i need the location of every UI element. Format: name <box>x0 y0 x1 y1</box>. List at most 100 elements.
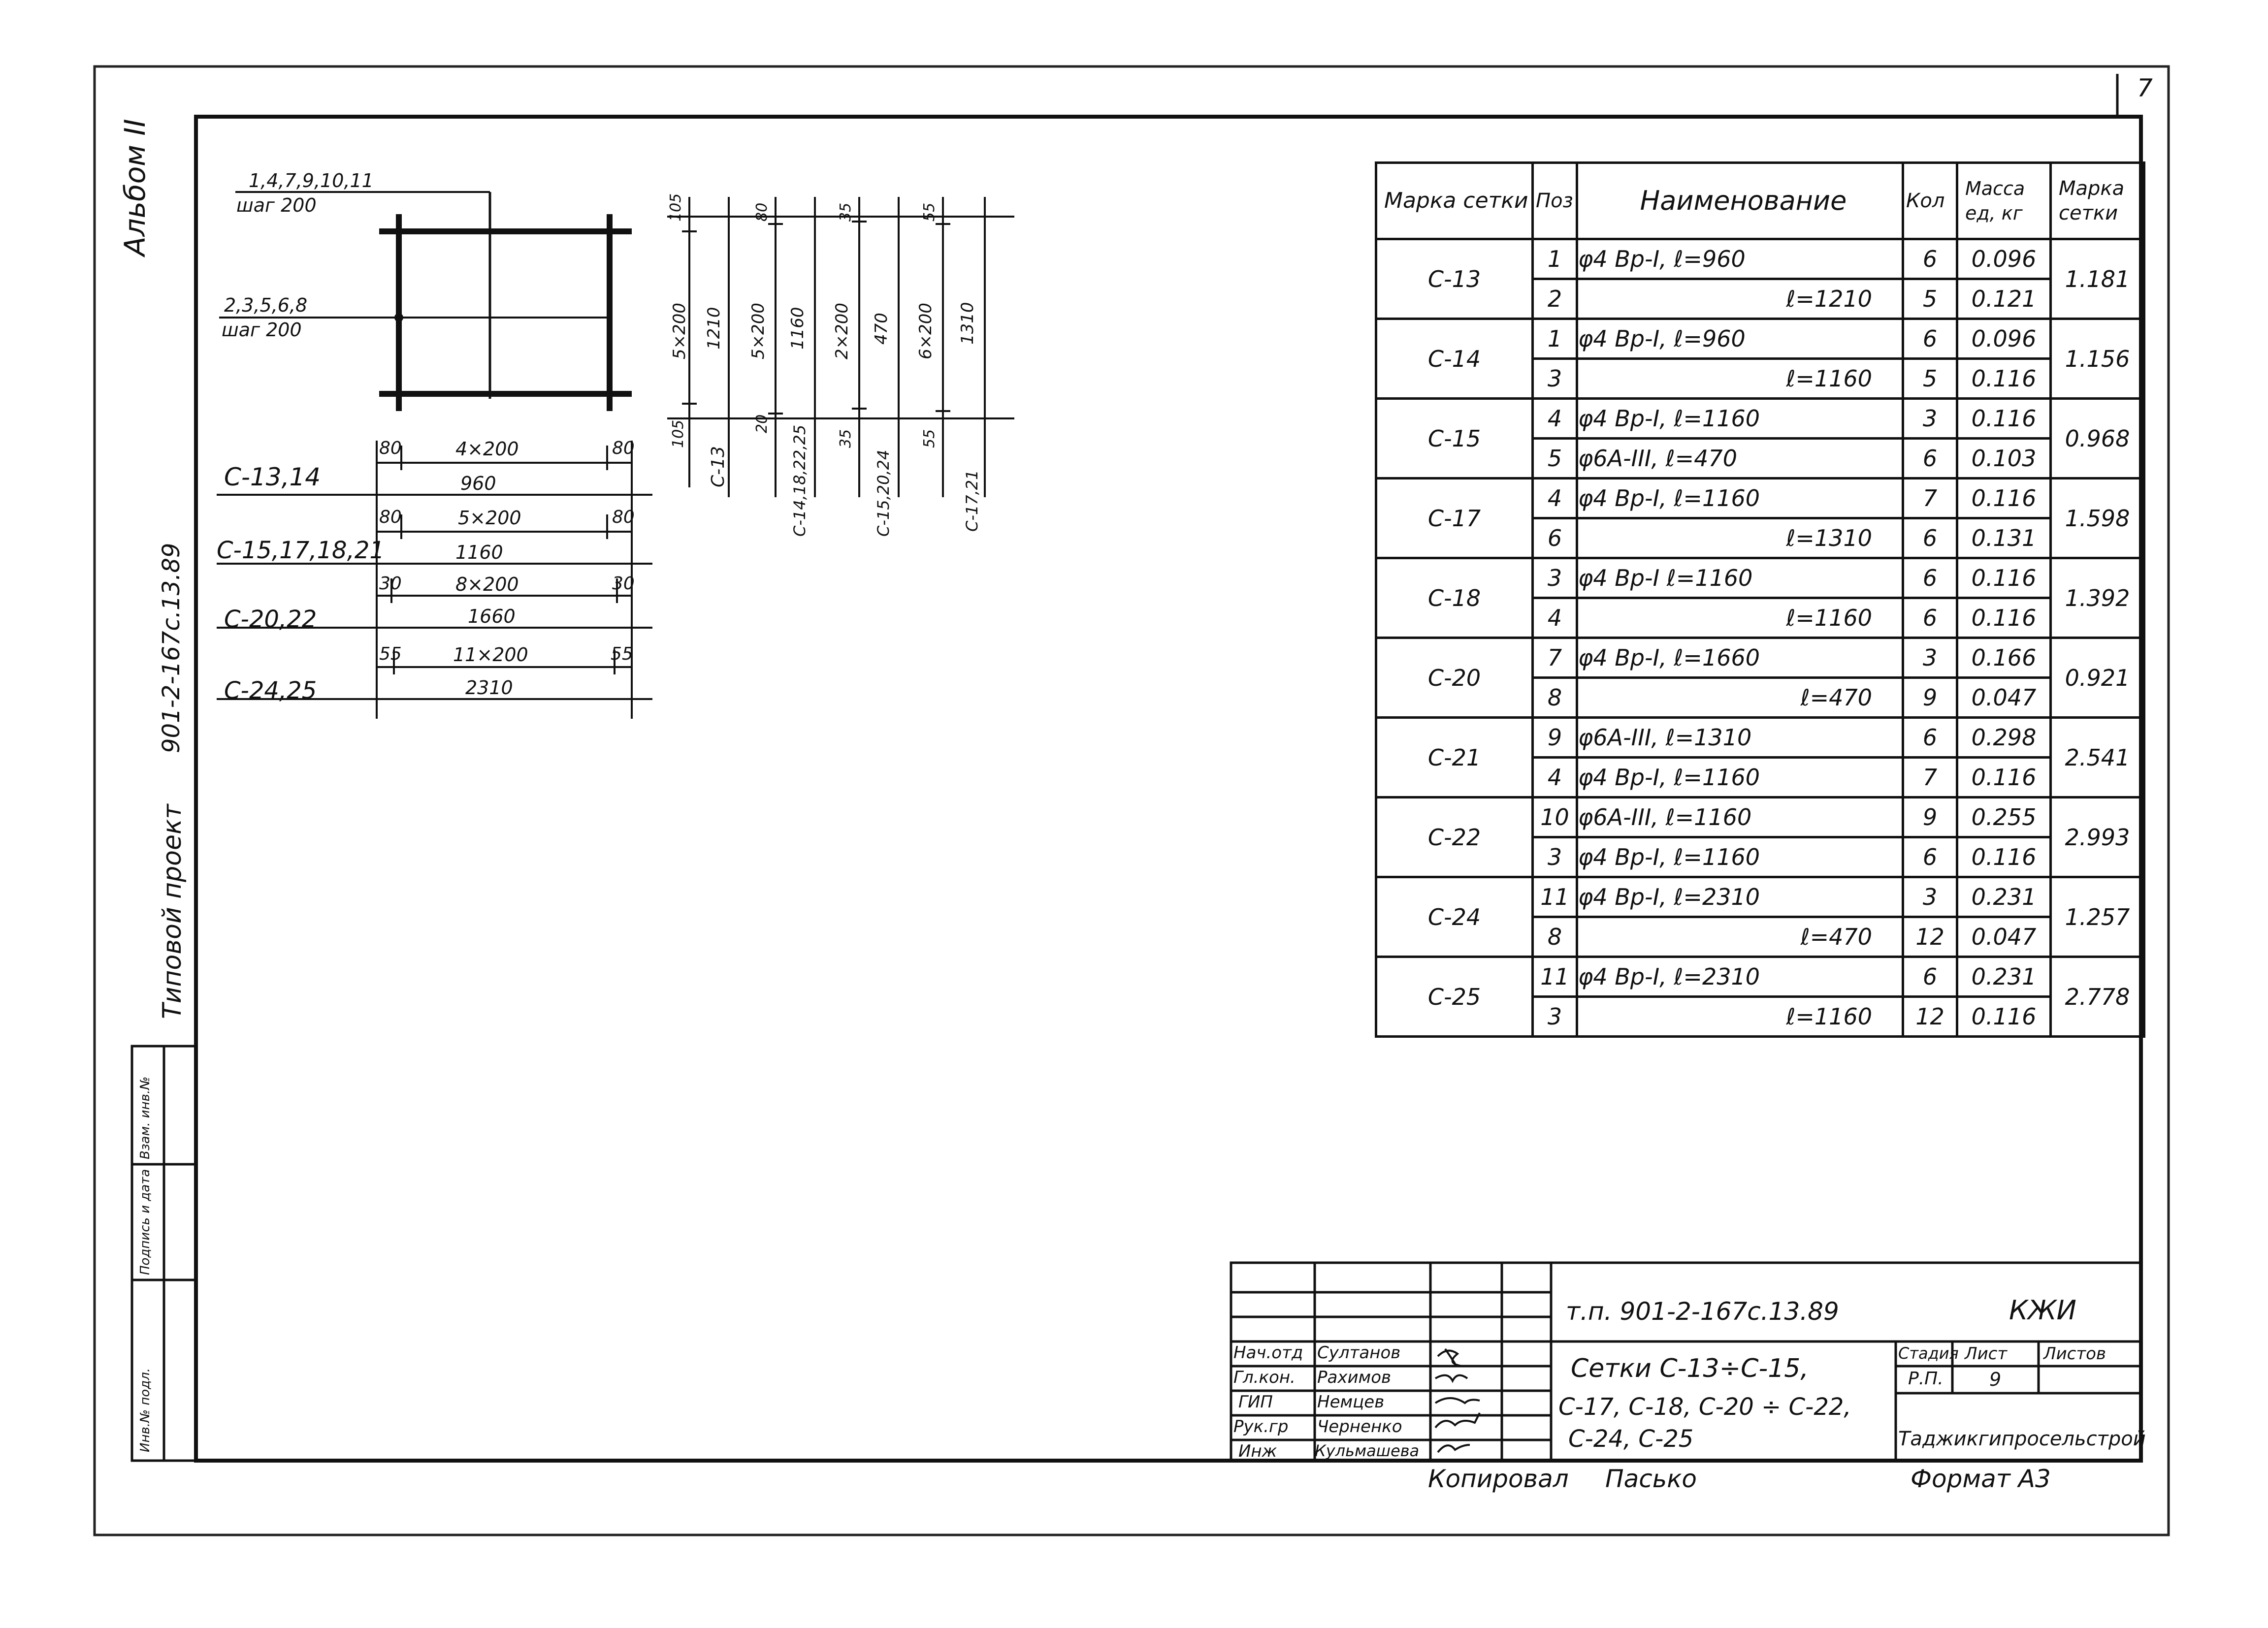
name-cell: φ4 Вр-I, ℓ=1160 <box>1576 397 1904 440</box>
pos-cell: 2 <box>1531 278 1578 320</box>
mass-cell: 0.096 <box>1956 318 2052 360</box>
qty-cell: 3 <box>1902 637 1958 679</box>
pos-cell: 1 <box>1531 238 1578 280</box>
qty-cell: 9 <box>1902 796 1958 838</box>
dim-row-3-mid: 8×200 <box>455 574 519 595</box>
staff-role-2: Гл.кон. <box>1233 1368 1296 1387</box>
title-code: т.п. 901-2-167с.13.89 <box>1566 1297 1839 1326</box>
label-bars-b-positions: 2,3,5,6,8 <box>224 294 308 316</box>
staff-role-4: Рук.гр <box>1233 1417 1289 1436</box>
total-cell: 2.541 <box>2049 716 2145 798</box>
name-cell: ℓ=1210 <box>1576 278 1904 320</box>
table-row: С-17 4 φ4 Вр-I, ℓ=1160 7 0.116 1.598 <box>1375 477 2145 559</box>
name-cell: ℓ=1160 <box>1576 995 1904 1038</box>
copied-label: Копировал <box>1428 1465 1569 1493</box>
pos-cell: 8 <box>1531 916 1578 958</box>
header-name: Наименование <box>1576 161 1904 240</box>
pos-cell: 7 <box>1531 637 1578 679</box>
dim-row-1-right: 80 <box>612 438 635 458</box>
pos-cell: 3 <box>1531 357 1578 400</box>
name-cell: φ4 Вр-I, ℓ=960 <box>1576 318 1904 360</box>
mass-cell: 0.116 <box>1956 557 2052 599</box>
label-bars-a-positions: 1,4,7,9,10,11 <box>249 170 374 192</box>
mark-cell: С-14 <box>1375 318 1534 400</box>
mark-cell: С-20 <box>1375 637 1534 719</box>
spec-table: Марка сетки Поз Наименование Кол Масса е… <box>1375 161 2145 1038</box>
name-cell: φ4 Вр-I, ℓ=2310 <box>1576 956 1904 998</box>
title-line-2: С-17, С-18, С-20 ÷ С-22, <box>1558 1393 1851 1421</box>
pos-cell: 11 <box>1531 876 1578 918</box>
table-row: С-24 11 φ4 Вр-I, ℓ=2310 3 0.231 1.257 <box>1375 876 2145 958</box>
qty-cell: 5 <box>1902 278 1958 320</box>
qty-cell: 6 <box>1902 318 1958 360</box>
mass-cell: 0.047 <box>1956 676 2052 719</box>
table-row: 3 φ4 Вр-I, ℓ=1160 6 0.116 <box>1376 836 2144 878</box>
total-cell: 2.993 <box>2049 796 2145 878</box>
dim-row-3-total: 1660 <box>468 606 516 627</box>
mark-cell: С-21 <box>1375 716 1534 798</box>
pos-cell: 1 <box>1531 318 1578 360</box>
header-pos: Поз <box>1531 161 1578 240</box>
format-label: Формат А3 <box>1911 1465 2051 1493</box>
table-row: 4 φ4 Вр-I, ℓ=1160 7 0.116 <box>1376 756 2144 798</box>
pos-cell: 10 <box>1531 796 1578 838</box>
title-line-3: С-24, С-25 <box>1568 1425 1694 1453</box>
table-row: 8 ℓ=470 9 0.047 <box>1376 676 2144 719</box>
name-cell: φ4 Вр-I, ℓ=1160 <box>1576 477 1904 519</box>
dim-row-3-name: С-20,22 <box>224 606 317 633</box>
mass-cell: 0.116 <box>1956 836 2052 878</box>
dim-row-1-mid: 4×200 <box>455 438 519 460</box>
mass-cell: 0.116 <box>1956 995 2052 1038</box>
table-row: 4 ℓ=1160 6 0.116 <box>1376 597 2144 639</box>
table-row: С-15 4 φ4 Вр-I, ℓ=1160 3 0.116 0.968 <box>1375 397 2145 479</box>
name-cell: ℓ=470 <box>1576 916 1904 958</box>
staff-role-5: Инж <box>1238 1441 1277 1461</box>
table-row: С-20 7 φ4 Вр-I, ℓ=1660 3 0.166 0.921 <box>1375 637 2145 719</box>
copier-name: Пасько <box>1605 1465 1697 1493</box>
mass-cell: 0.166 <box>1956 637 2052 679</box>
name-cell: φ4 Вр-I, ℓ=1160 <box>1576 756 1904 798</box>
qty-cell: 5 <box>1902 357 1958 400</box>
mass-cell: 0.131 <box>1956 517 2052 559</box>
qty-cell: 3 <box>1902 397 1958 440</box>
dim-row-2-right: 80 <box>612 507 635 527</box>
qty-cell: 12 <box>1902 916 1958 958</box>
total-cell: 1.181 <box>2049 238 2145 320</box>
stage-value: Р.П. <box>1908 1369 1944 1389</box>
mass-cell: 0.116 <box>1956 477 2052 519</box>
qty-cell: 6 <box>1902 716 1958 759</box>
title-line-1: Сетки С-13÷С-15, <box>1571 1354 1809 1383</box>
dim-row-4-right: 55 <box>611 644 633 664</box>
mass-cell: 0.231 <box>1956 956 2052 998</box>
dim-row-1-name: С-13,14 <box>224 463 321 491</box>
table-row: 2 ℓ=1210 5 0.121 <box>1376 278 2144 320</box>
name-cell: ℓ=1160 <box>1576 597 1904 639</box>
mark-cell: С-13 <box>1375 238 1534 320</box>
name-cell: φ4 Вр-I, ℓ=960 <box>1576 238 1904 280</box>
table-row: С-18 3 φ4 Вр-I ℓ=1160 6 0.116 1.392 <box>1375 557 2145 639</box>
mesh-schematic <box>219 191 632 411</box>
mass-cell: 0.298 <box>1956 716 2052 759</box>
qty-cell: 3 <box>1902 876 1958 918</box>
total-cell: 2.778 <box>2049 956 2145 1038</box>
qty-cell: 6 <box>1902 238 1958 280</box>
total-cell: 1.156 <box>2049 318 2145 400</box>
mass-cell: 0.116 <box>1956 756 2052 798</box>
horizontal-dims <box>217 441 652 719</box>
mass-cell: 0.116 <box>1956 397 2052 440</box>
pos-cell: 4 <box>1531 597 1578 639</box>
table-row: 6 ℓ=1310 6 0.131 <box>1376 517 2144 559</box>
name-cell: φ4 Вр-I, ℓ=2310 <box>1576 876 1904 918</box>
name-cell: φ4 Вр-I, ℓ=1660 <box>1576 637 1904 679</box>
qty-cell: 9 <box>1902 676 1958 719</box>
pos-cell: 11 <box>1531 956 1578 998</box>
table-row: С-14 1 φ4 Вр-I, ℓ=960 6 0.096 1.156 <box>1375 318 2145 400</box>
name-cell: ℓ=470 <box>1576 676 1904 719</box>
organization: Таджикгипросельстрой <box>1898 1428 2146 1450</box>
pos-cell: 3 <box>1531 557 1578 599</box>
qty-cell: 6 <box>1902 836 1958 878</box>
stage-label: Стадия <box>1898 1344 1959 1363</box>
dim-row-4-name: С-24,25 <box>224 677 317 704</box>
